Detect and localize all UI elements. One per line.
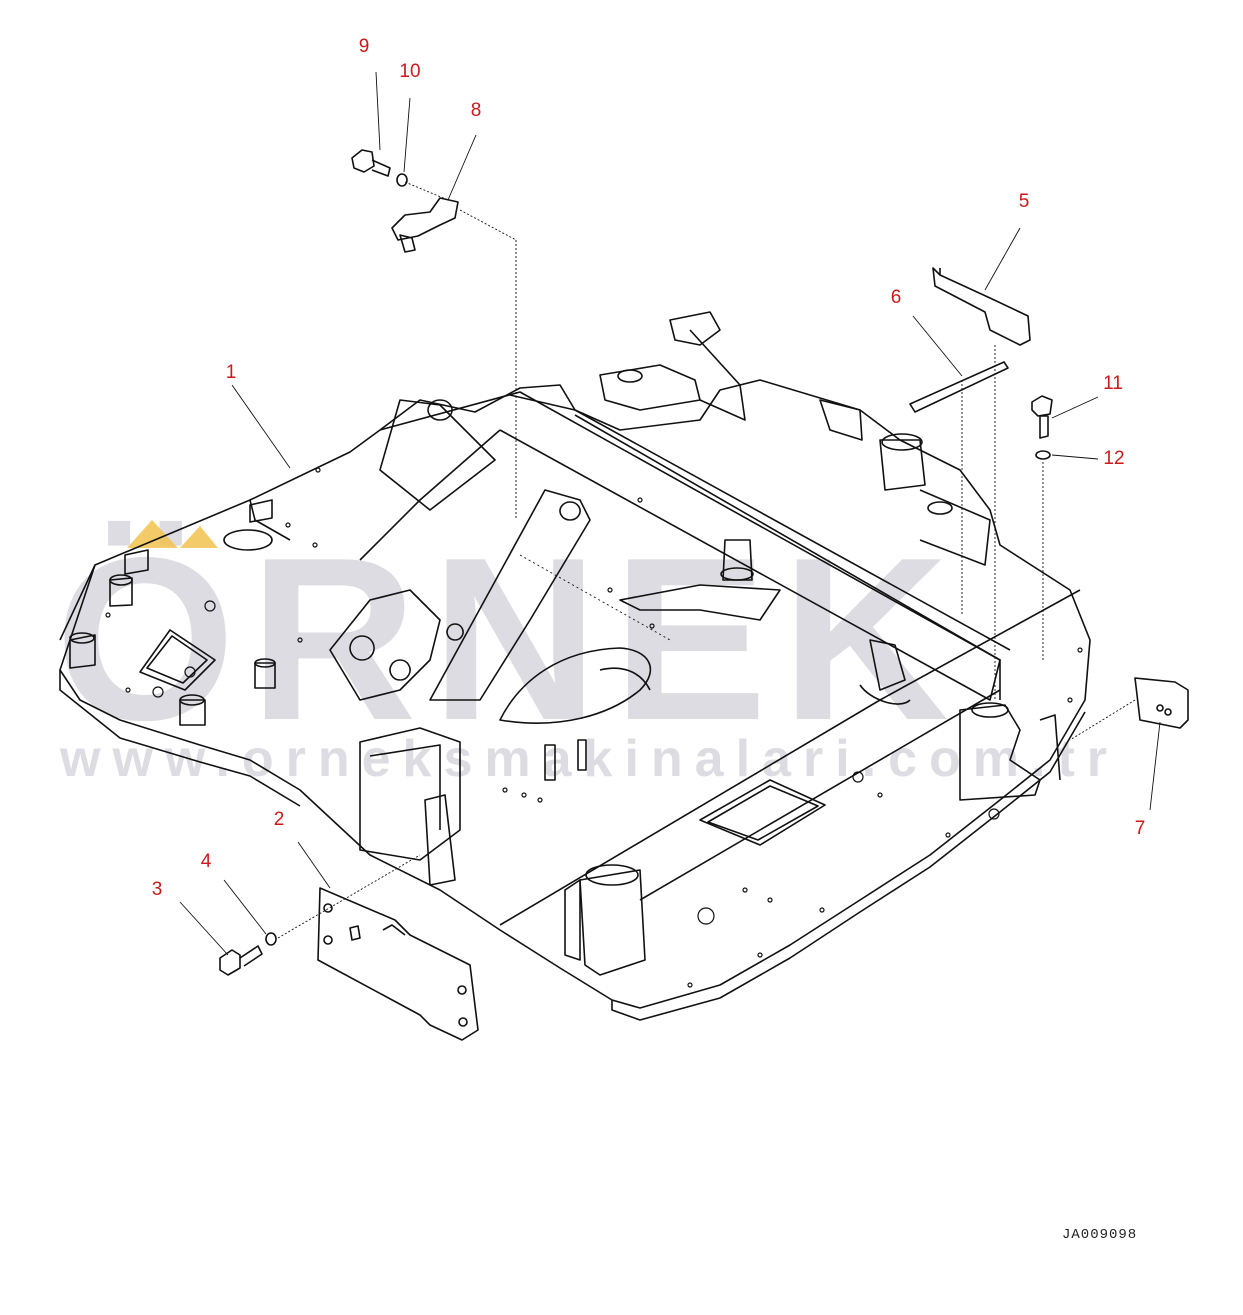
bolt-part-3 <box>219 945 263 976</box>
cover-plate-part-2 <box>317 887 479 1041</box>
watermark-accent-right <box>180 526 218 548</box>
rod-part-6 <box>909 361 1009 413</box>
callout-8: 8 <box>470 100 482 121</box>
washer-part-4 <box>265 932 277 946</box>
callout-10: 10 <box>399 61 421 82</box>
callout-3: 3 <box>151 879 163 900</box>
leader-lines <box>179 71 1161 956</box>
callout-12: 12 <box>1103 448 1125 469</box>
washer-part-12 <box>1035 450 1051 460</box>
callout-2: 2 <box>273 809 285 830</box>
callout-11: 11 <box>1103 373 1123 394</box>
callout-9: 9 <box>358 36 370 57</box>
callout-6: 6 <box>890 287 902 308</box>
callout-5: 5 <box>1018 191 1030 212</box>
bracket-part-8 <box>391 197 459 253</box>
block-part-7 <box>1134 677 1189 729</box>
callout-4: 4 <box>200 851 212 872</box>
upper-frame-part-1 <box>59 311 1091 1021</box>
callout-7: 7 <box>1134 818 1146 839</box>
washer-part-10 <box>396 173 408 187</box>
bolt-part-11 <box>1031 395 1053 439</box>
stopper-part-5 <box>932 267 1031 346</box>
watermark-accent-left <box>127 520 178 548</box>
bolt-part-9 <box>351 149 391 177</box>
watermark-url: www.orneksmakinalari.com.tr <box>60 730 1120 788</box>
callout-1: 1 <box>225 362 237 383</box>
drawing-code: JA009098 <box>1062 1227 1138 1243</box>
